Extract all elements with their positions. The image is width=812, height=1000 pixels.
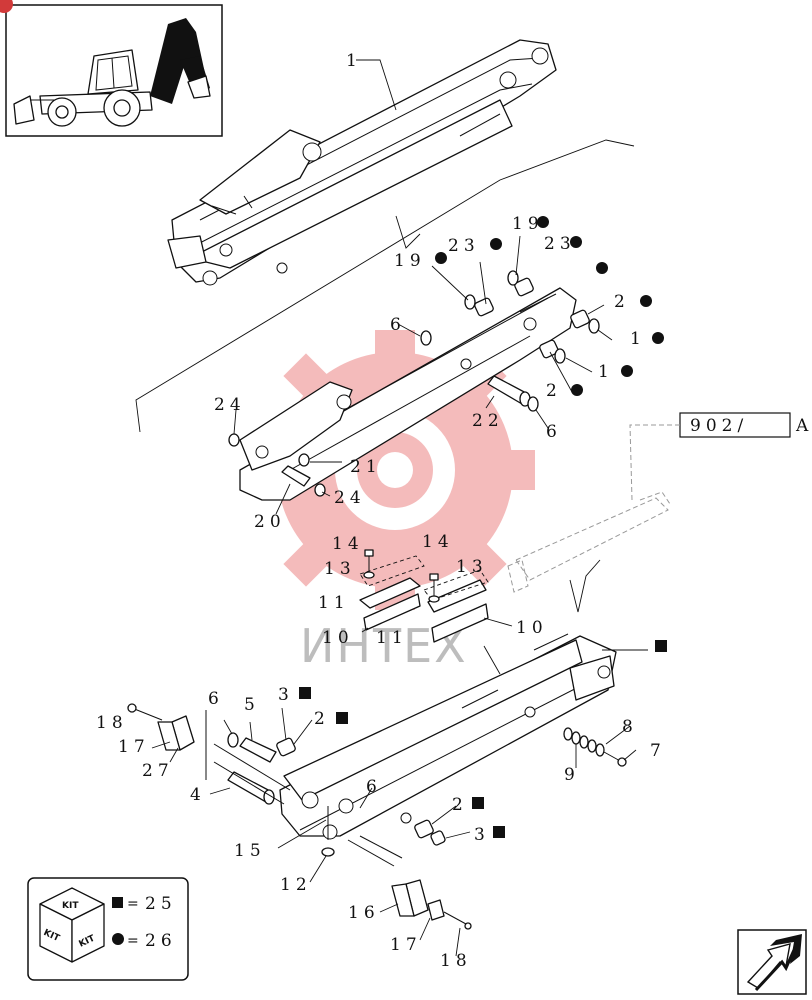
part-label: 6 — [208, 689, 224, 709]
part-label: 23 — [448, 236, 480, 256]
part-label: 6 — [390, 315, 406, 335]
part-label: 8 — [622, 717, 638, 737]
part-label: 22 — [472, 411, 504, 431]
leader-lines — [151, 59, 648, 957]
next-page-arrow-icon[interactable] — [737, 929, 807, 995]
part-label: 14 — [332, 534, 364, 554]
part-label: 1 — [346, 51, 362, 71]
square-marker — [336, 712, 348, 724]
part-label: 17 — [118, 737, 150, 757]
part-label: 19 — [512, 214, 544, 234]
part-label: 18 — [440, 951, 472, 971]
part-label: 10 — [322, 628, 354, 648]
part-label: 23 — [544, 234, 576, 254]
svg-text:=: = — [127, 896, 139, 912]
circle-marker — [652, 332, 664, 344]
part-label: 14 — [422, 532, 454, 552]
circle-marker — [435, 252, 447, 264]
square-marker — [472, 797, 484, 809]
ref-box-suffix: A — [795, 416, 812, 436]
svg-text:=: = — [127, 933, 139, 949]
wear-pads — [359, 549, 489, 643]
part-label: 11 — [376, 628, 408, 648]
part-label: 1 — [630, 329, 646, 349]
circle-marker — [112, 933, 124, 945]
middle-boom — [239, 287, 577, 501]
part-label: 13 — [324, 559, 356, 579]
part-labels: 1 19 23 23 19 2 1 1 2 6 22 6 24 21 24 20… — [96, 51, 666, 971]
backhoe-loader-icon — [13, 18, 211, 127]
part-label: 24 — [334, 488, 366, 508]
ghost-cylinder — [507, 491, 671, 593]
ref-box: 902/ A — [629, 412, 812, 501]
separator-lines — [205, 710, 291, 805]
part-label: 2 — [314, 709, 330, 729]
kit-legend: KIT KIT KIT = 25 = 26 — [27, 877, 189, 981]
part-label: 27 — [142, 761, 174, 781]
square-marker — [655, 640, 667, 652]
part-label: 12 — [280, 875, 312, 895]
part-label: 16 — [348, 903, 380, 923]
part-label: 24 — [214, 395, 246, 415]
square-marker — [299, 687, 311, 699]
lower-small-parts — [127, 703, 627, 930]
circle-marker — [596, 262, 608, 274]
circle-marker — [490, 238, 502, 250]
part-label: 4 — [190, 785, 206, 805]
part-label: 1 — [598, 362, 614, 382]
lower-dipper-arm — [279, 633, 617, 867]
circle-marker — [571, 384, 583, 396]
kit-markers — [299, 216, 667, 838]
part-label: 19 — [394, 251, 426, 271]
kit-label-top: KIT — [62, 901, 79, 911]
part-label: 18 — [96, 713, 128, 733]
part-label: 2 — [614, 292, 630, 312]
part-label: 11 — [318, 593, 350, 613]
part-label: 3 — [474, 825, 490, 845]
part-label: 17 — [390, 935, 422, 955]
part-label: 20 — [254, 512, 286, 532]
part-label: 6 — [546, 422, 562, 442]
part-label: 2 — [452, 795, 468, 815]
part-label: 3 — [278, 685, 294, 705]
part-label: 7 — [650, 741, 666, 761]
upper-boom-assembly — [167, 39, 557, 286]
part-label: 9 — [564, 765, 580, 785]
section-callout-lines — [135, 139, 635, 613]
part-label: 6 — [366, 777, 382, 797]
part-label: 13 — [456, 557, 488, 577]
part-label: 15 — [234, 841, 266, 861]
square-marker — [493, 826, 505, 838]
circle-marker — [570, 236, 582, 248]
kit-circle-value: 26 — [145, 931, 177, 951]
part-label: 5 — [244, 695, 260, 715]
part-label: 2 — [546, 381, 562, 401]
circle-marker — [537, 216, 549, 228]
part-label: 21 — [350, 457, 382, 477]
circle-marker — [640, 295, 652, 307]
kit-square-value: 25 — [145, 894, 177, 914]
ref-box-text: 902/ — [690, 416, 748, 436]
part-label: 10 — [516, 618, 548, 638]
square-marker — [112, 897, 123, 908]
circle-marker — [621, 365, 633, 377]
